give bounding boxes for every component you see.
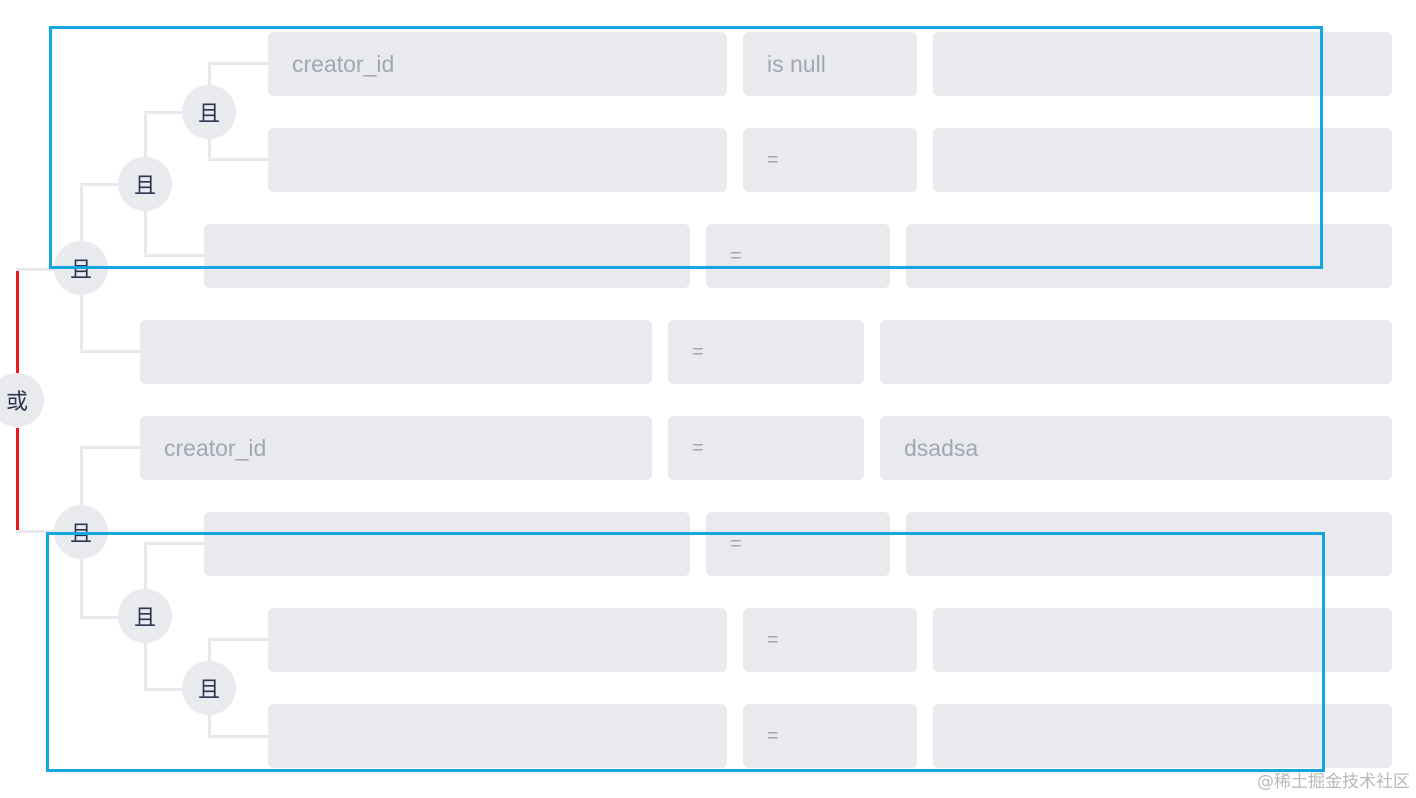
connector (208, 638, 270, 641)
connector (208, 63, 211, 85)
and-node[interactable]: 且 (54, 241, 108, 295)
connector (208, 158, 270, 161)
value-input[interactable]: dsadsa (880, 416, 1392, 480)
value-input[interactable] (906, 224, 1392, 288)
connector (144, 111, 184, 114)
and-node[interactable]: 且 (118, 157, 172, 211)
value-input[interactable] (933, 608, 1392, 672)
connector (208, 735, 270, 738)
field-select[interactable]: creator_id (140, 416, 652, 480)
connector (80, 446, 142, 449)
or-connector-bottom (16, 428, 19, 532)
operator-select[interactable]: = (706, 512, 890, 576)
field-select[interactable] (268, 608, 727, 672)
connector (80, 616, 120, 619)
value-input[interactable] (906, 512, 1392, 576)
and-node[interactable]: 且 (54, 505, 108, 559)
operator-select[interactable]: = (706, 224, 890, 288)
connector (144, 643, 147, 690)
and-node[interactable]: 且 (118, 589, 172, 643)
field-select[interactable] (268, 128, 727, 192)
connector (80, 448, 83, 506)
operator-select[interactable]: = (668, 320, 864, 384)
field-select[interactable] (204, 512, 690, 576)
field-select[interactable]: creator_id (268, 32, 727, 96)
connector (80, 350, 142, 353)
connector (144, 688, 184, 691)
connector (16, 268, 56, 271)
operator-select[interactable]: = (743, 704, 917, 768)
value-input[interactable] (933, 32, 1392, 96)
value-input[interactable] (880, 320, 1392, 384)
connector (80, 559, 83, 618)
connector (208, 639, 211, 662)
value-input[interactable] (933, 128, 1392, 192)
operator-select[interactable]: is null (743, 32, 917, 96)
and-node[interactable]: 且 (182, 85, 236, 139)
or-connector-top (16, 270, 19, 373)
connector (208, 62, 270, 65)
field-select[interactable] (204, 224, 690, 288)
watermark: @稀土掘金技术社区 (1257, 772, 1410, 792)
connector (16, 530, 56, 533)
and-node[interactable]: 且 (182, 661, 236, 715)
connector (144, 254, 206, 257)
field-select[interactable] (268, 704, 727, 768)
connector (144, 112, 147, 158)
connector (208, 139, 211, 160)
field-select[interactable] (140, 320, 652, 384)
connector (80, 184, 83, 242)
operator-select[interactable]: = (743, 128, 917, 192)
or-node[interactable]: 或 (0, 373, 44, 427)
connector (80, 183, 120, 186)
connector (144, 542, 206, 545)
connector (144, 543, 147, 590)
value-input[interactable] (933, 704, 1392, 768)
operator-select[interactable]: = (743, 608, 917, 672)
connector (144, 211, 147, 256)
connector (208, 715, 211, 737)
operator-select[interactable]: = (668, 416, 864, 480)
connector (80, 295, 83, 352)
